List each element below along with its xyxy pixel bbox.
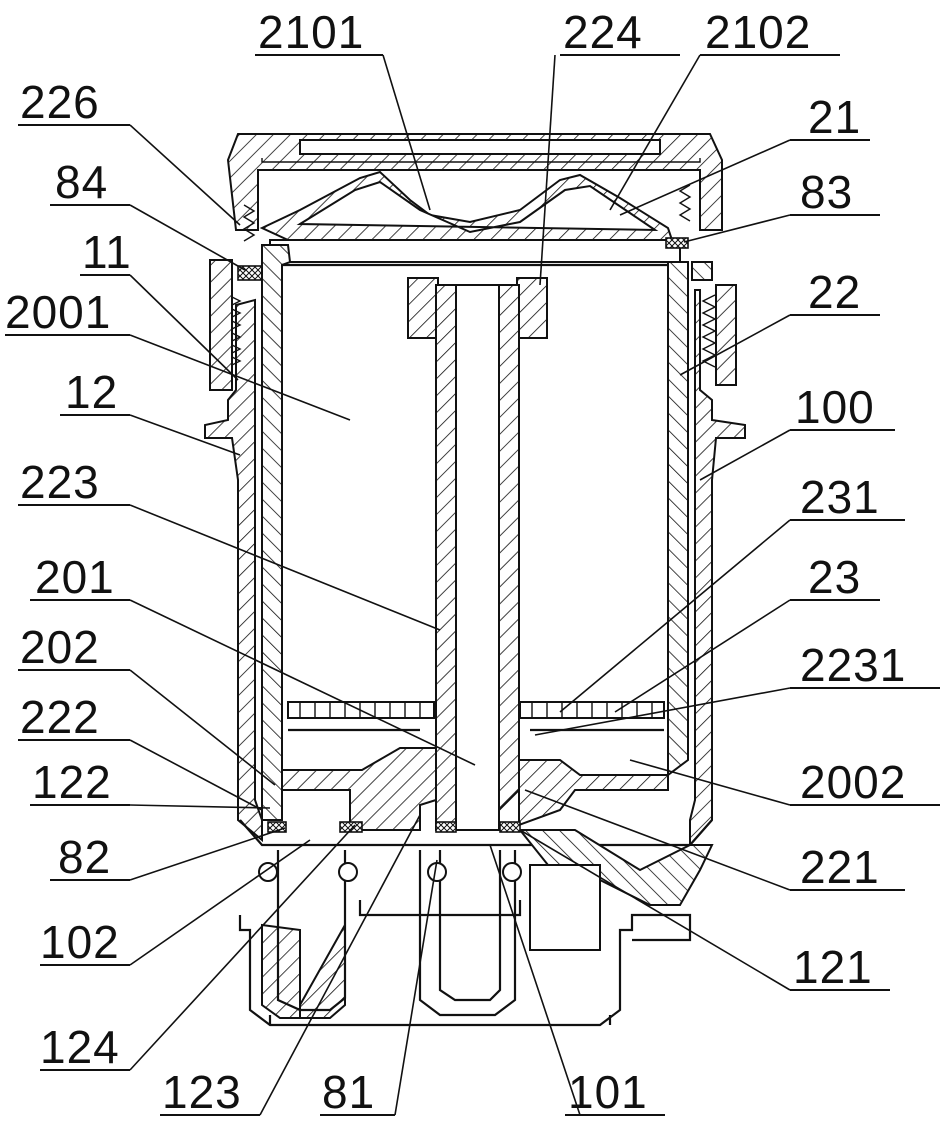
- filter-discs: [287, 701, 665, 732]
- label-84: 84: [55, 156, 108, 208]
- label-underlines: [5, 54, 940, 1116]
- label-2231: 2231: [800, 639, 906, 691]
- leader-lines: [129, 54, 791, 1116]
- label-21: 21: [808, 91, 861, 143]
- label-223: 223: [20, 456, 100, 508]
- label-2102: 2102: [705, 6, 811, 58]
- label-23: 23: [808, 551, 861, 603]
- label-83: 83: [800, 166, 853, 218]
- label-100: 100: [795, 381, 875, 433]
- label-122: 122: [32, 756, 112, 808]
- label-22: 22: [808, 266, 861, 318]
- label-231: 231: [800, 471, 880, 523]
- bottom-cups: [238, 850, 692, 1027]
- lower-base: [267, 747, 714, 906]
- label-226: 226: [20, 76, 100, 128]
- label-123: 123: [162, 1066, 242, 1118]
- label-201: 201: [35, 551, 115, 603]
- label-102: 102: [40, 916, 120, 968]
- seal-83: [665, 237, 689, 249]
- label-222: 222: [20, 691, 100, 743]
- label-221: 221: [800, 841, 880, 893]
- central-tube: [407, 277, 548, 831]
- label-2001: 2001: [5, 286, 111, 338]
- label-11: 11: [82, 226, 132, 278]
- label-224: 224: [563, 6, 643, 58]
- top-cap: [226, 133, 723, 231]
- label-2101: 2101: [258, 6, 364, 58]
- label-101: 101: [568, 1066, 648, 1118]
- label-124: 124: [40, 1021, 120, 1073]
- label-121: 121: [793, 941, 873, 993]
- dome-membrane: [259, 170, 681, 263]
- label-202: 202: [20, 621, 100, 673]
- reference-labels: 2101 224 2102 226 21 84 83 11 2001 22 12…: [5, 6, 906, 1118]
- label-12: 12: [65, 366, 118, 418]
- outer-housing: [204, 289, 746, 848]
- label-82: 82: [58, 831, 111, 883]
- label-2002: 2002: [800, 756, 906, 808]
- label-81: 81: [322, 1066, 375, 1118]
